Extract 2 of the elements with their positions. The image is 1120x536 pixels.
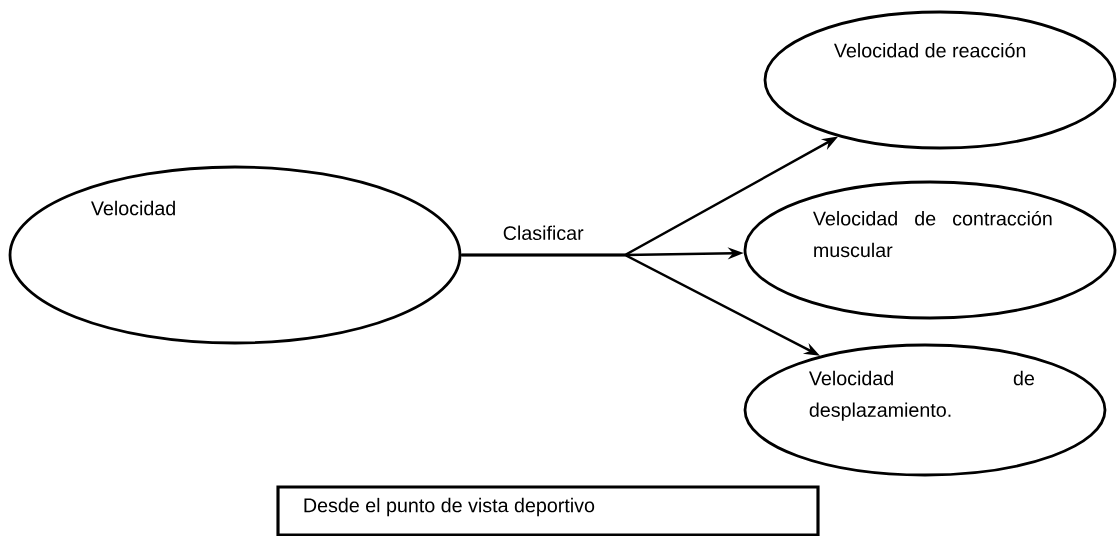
edge-label: Clasificar <box>503 225 584 241</box>
text-box: Desde el punto de vista deportivo <box>276 485 820 536</box>
